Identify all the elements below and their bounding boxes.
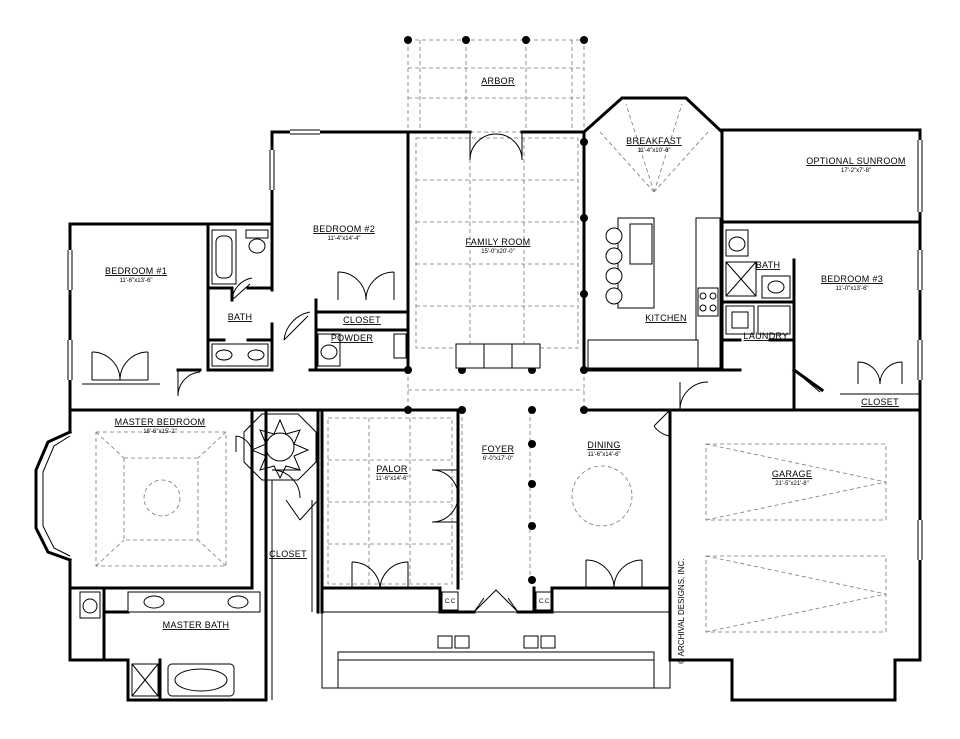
label-arbor: ARBOR	[481, 76, 515, 86]
label-master-bath: MASTER BATH	[163, 620, 230, 630]
label-optional-sunroom: OPTIONAL SUNROOM	[806, 156, 905, 166]
label-kitchen: KITCHEN	[645, 313, 687, 323]
dims-bedroom-1: 11'-6"x13'-6"	[119, 278, 152, 284]
windows	[67, 129, 923, 560]
copyright-text: © ARCHIVAL DESIGNS, INC.	[677, 559, 686, 664]
columns	[404, 138, 588, 584]
label-powder: POWDER	[331, 333, 374, 343]
dims-master-bedroom: 18'-6"x15'-2"	[143, 429, 177, 435]
arbor-pergola	[404, 36, 588, 133]
label-palor: PALOR	[376, 464, 408, 474]
label-bedroom-2: BEDROOM #2	[313, 224, 375, 234]
dims-breakfast: 11'-4"x10'-6"	[637, 148, 670, 154]
label-closet-2: CLOSET	[343, 315, 381, 325]
label-garage: GARAGE	[772, 469, 812, 479]
dims-bedroom-2: 11'-4"x14'-4"	[327, 236, 360, 242]
dims-family-room: 15'-0"x20'-0"	[481, 249, 515, 255]
room-labels: ARBOR BREAKFAST 11'-4"x10'-6" OPTIONAL S…	[105, 76, 905, 664]
label-closet-master: CLOSET	[269, 549, 307, 559]
dims-foyer: 6'-0"x17'-0"	[483, 456, 513, 462]
label-laundry: LAUNDRY	[744, 331, 789, 341]
dims-bedroom-3: 11'-0"x13'-6"	[835, 286, 868, 292]
label-bedroom-1: BEDROOM #1	[105, 266, 167, 276]
dims-optional-sunroom: 17'-2"x7'-8"	[841, 168, 871, 174]
label-bedroom-3: BEDROOM #3	[821, 274, 883, 284]
label-master-bedroom: MASTER BEDROOM	[115, 417, 206, 427]
front-porch	[321, 611, 671, 689]
label-bath-1: BATH	[228, 312, 253, 322]
label-foyer: FOYER	[482, 444, 515, 454]
label-dining: DINING	[587, 440, 620, 450]
ceiling-details	[95, 103, 887, 633]
dims-garage: 21'-5"x21'-8"	[775, 481, 809, 487]
master-bay-window	[34, 430, 72, 562]
dims-dining: 11'-6"x14'-6"	[587, 452, 620, 458]
label-bath-3: BATH	[756, 260, 781, 270]
label-cc-left: C.C	[445, 599, 456, 605]
label-breakfast: BREAKFAST	[626, 136, 682, 146]
label-family-room: FAMILY ROOM	[466, 237, 531, 247]
label-closet-3: CLOSET	[861, 397, 899, 407]
fixtures	[79, 217, 791, 700]
label-cc-right: C.C	[539, 599, 550, 605]
doors	[82, 132, 920, 613]
dims-palor: 11'-6"x14'-6"	[375, 476, 408, 482]
